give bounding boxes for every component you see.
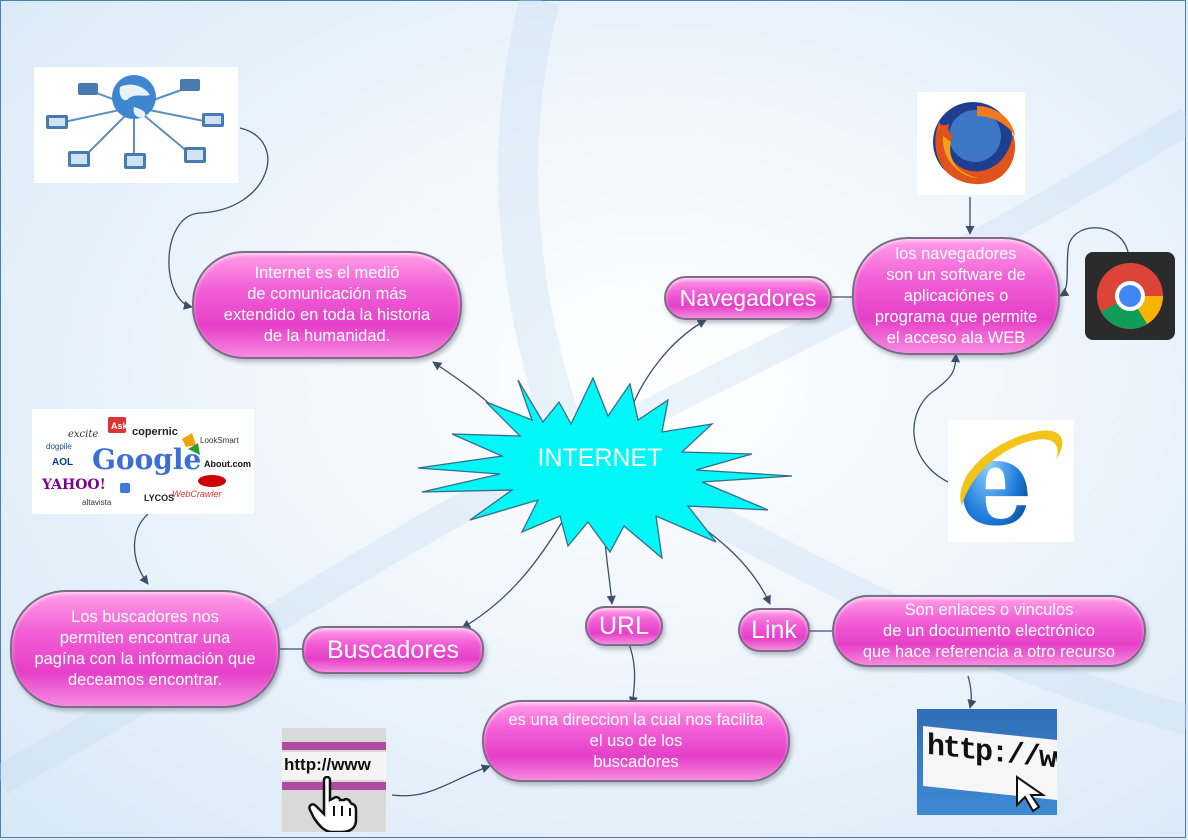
google-logo: Google [92,443,201,476]
ask-logo: Ask [111,421,129,431]
chrome-image [1085,252,1175,340]
webcrawler-logo: WebCrawler [172,489,222,499]
navegadores-node[interactable]: Navegadores [664,276,832,320]
yahoo-logo: YAHOO! [41,477,106,493]
buscadores-node[interactable]: Buscadores [302,626,484,674]
about-logo: About.com [204,459,251,469]
url-description: es una direccion la cual nos facilita el… [482,700,790,782]
chrome-icon [1097,263,1163,329]
http-hand-text: http://www [284,755,371,774]
network-image [34,67,238,183]
star-shape [417,376,793,560]
link-description: Son enlaces o vinculos de un documento e… [832,595,1146,667]
firefox-icon [933,102,1016,185]
ie-image: e [948,420,1074,542]
url-node[interactable]: URL [585,606,663,646]
altavista-logo: altavista [82,498,112,507]
link-node[interactable]: Link [738,608,810,652]
buscadores-description: Los buscadores nos permiten encontrar un… [10,590,280,708]
http-hand-image: http://www [282,728,386,832]
excite-logo: excite [68,429,98,440]
navegadores-description: los navegadores son un software de aplic… [852,237,1060,355]
center-label: INTERNET [537,444,663,472]
firefox-image [917,92,1025,195]
aol-logo: AOL [52,457,73,468]
internet-description: Internet es el medió de comunicación más… [192,251,462,359]
internet-star [417,376,793,560]
looksmart-logo: LookSmart [200,436,239,445]
search-engine-logos: excite Ask copernic dogpile AOL Google L… [41,417,251,507]
http-hand-icon [308,776,358,832]
copernic-logo: copernic [132,426,178,438]
http-cursor-icon [1016,775,1047,813]
search-engines-image: excite Ask copernic dogpile AOL Google L… [32,409,254,514]
internet-explorer-icon: e [958,420,1063,542]
http-cursor-image: http://www. [917,709,1057,815]
lycos-logo: LYCOS [144,493,174,503]
dogpile-logo: dogpile [46,442,72,451]
network-globe-icon [46,75,224,169]
